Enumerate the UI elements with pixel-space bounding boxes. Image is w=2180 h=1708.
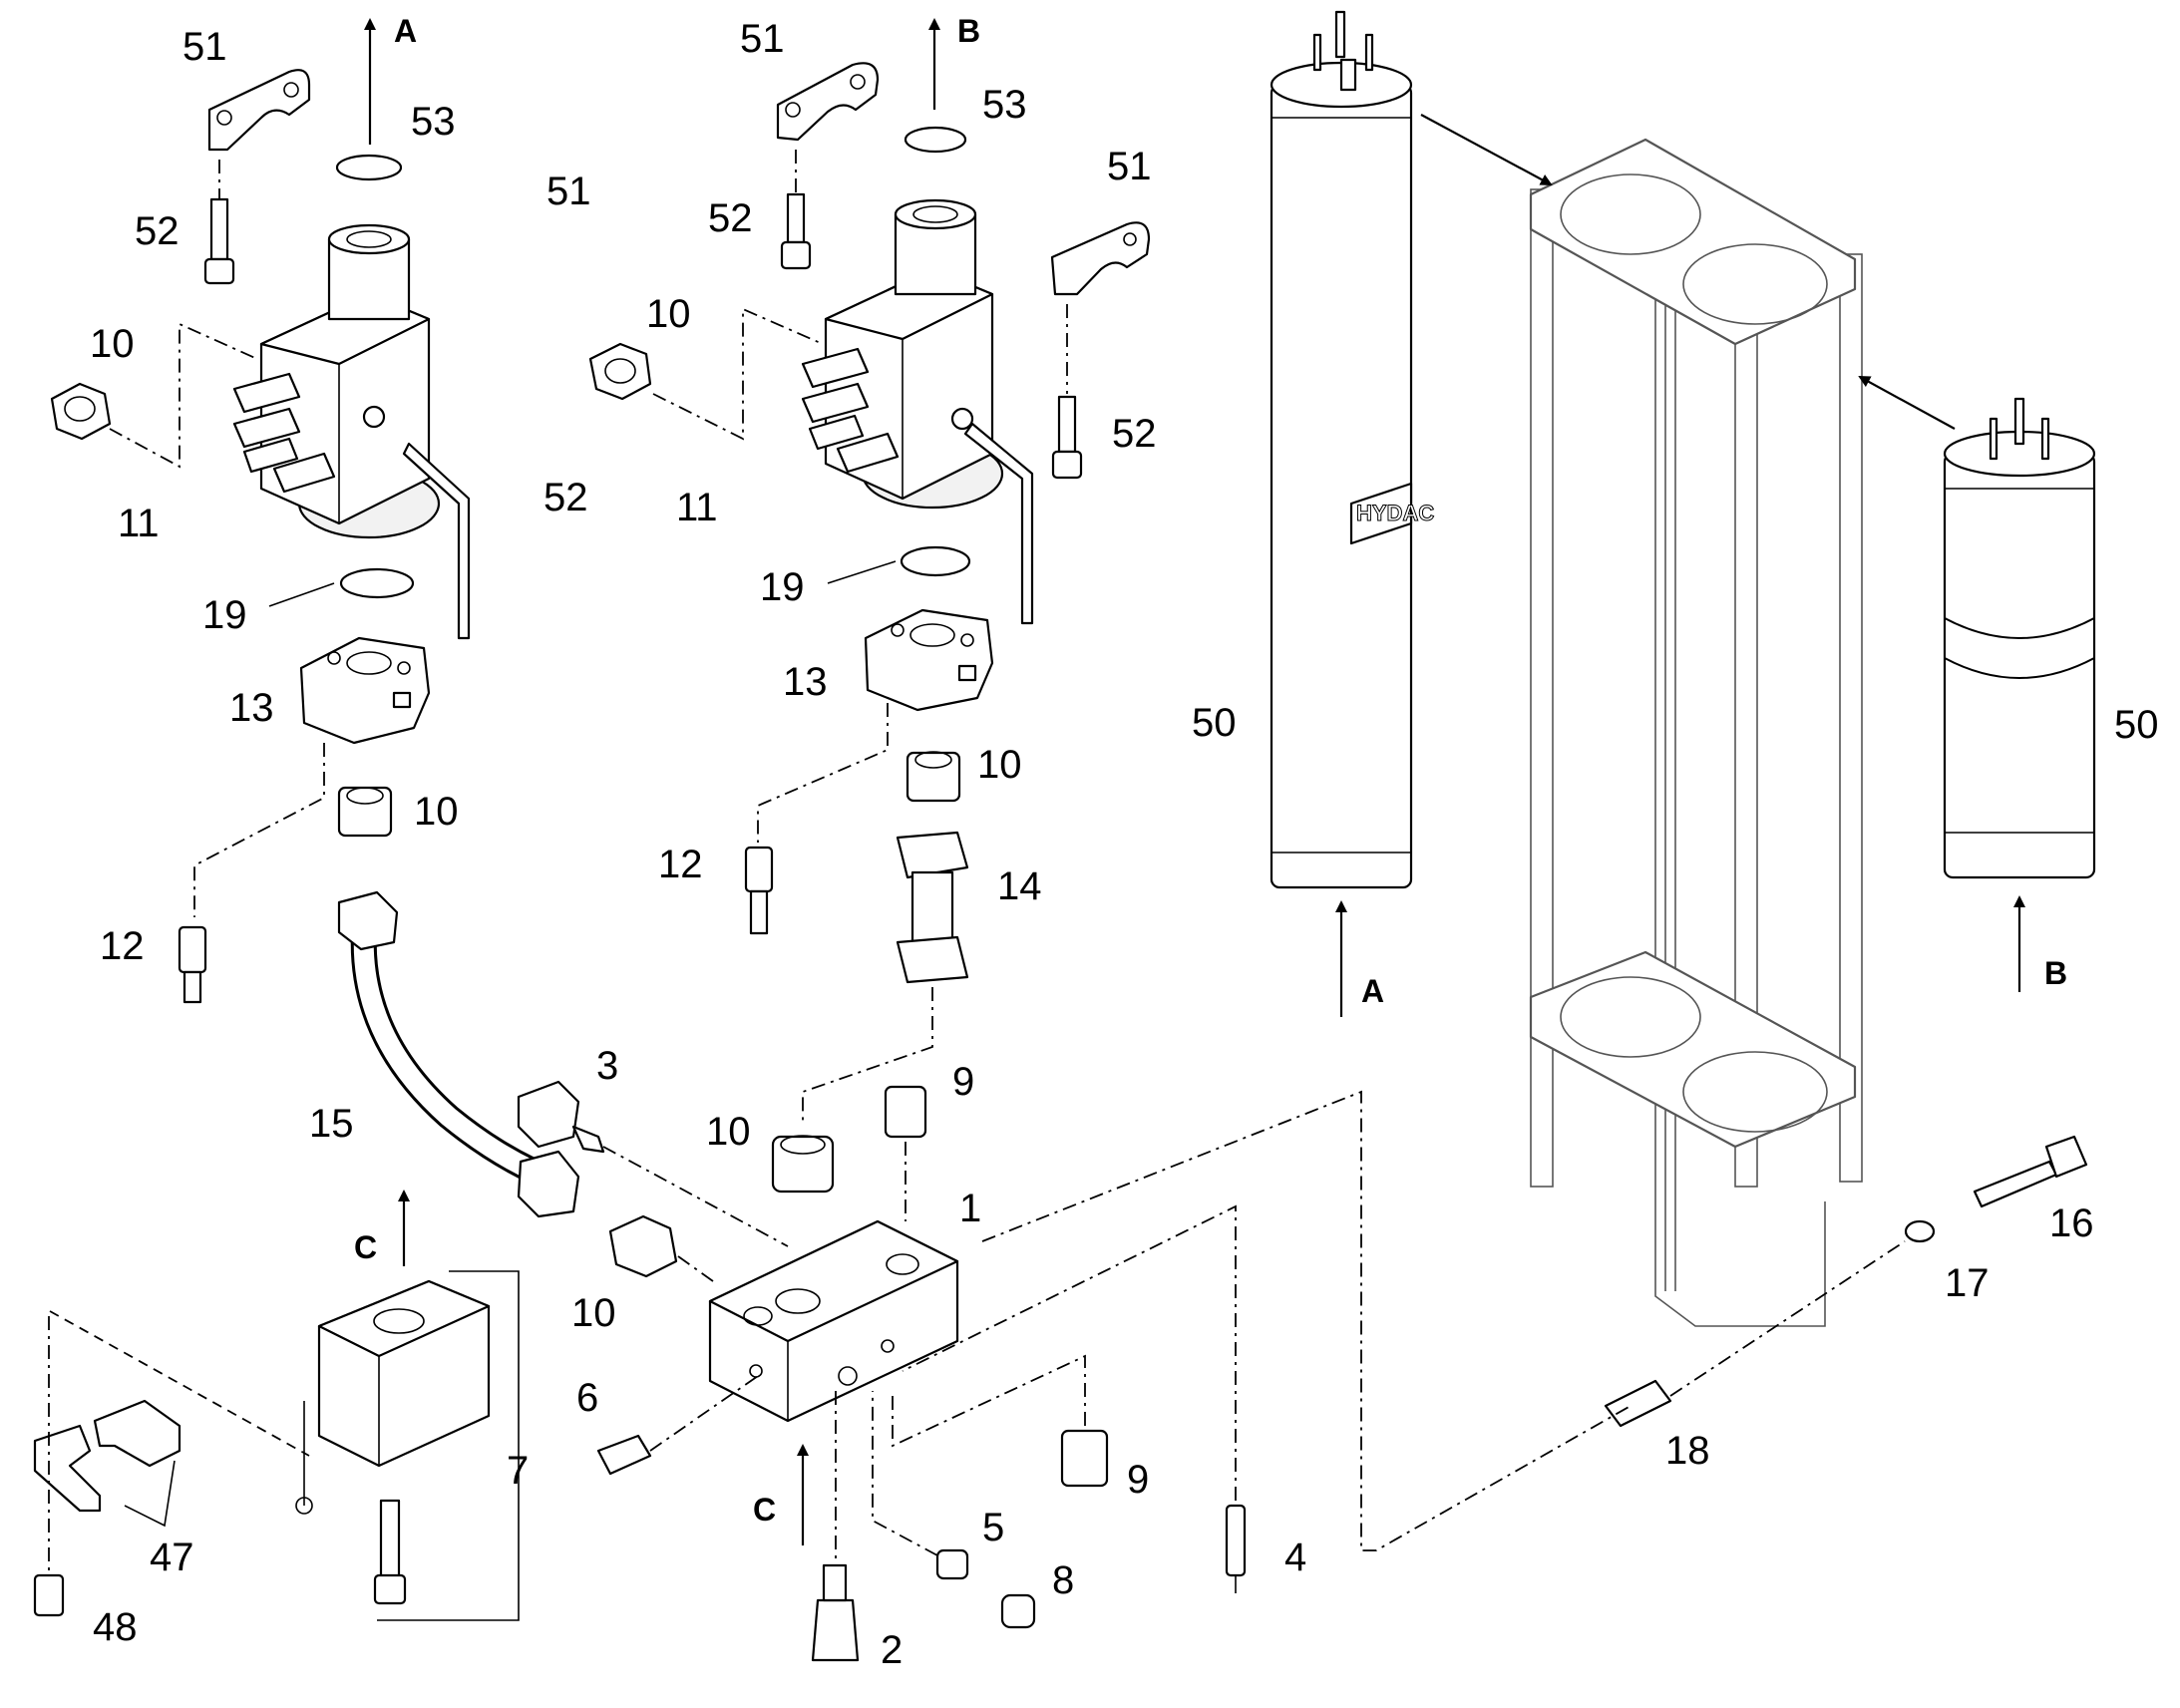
- callout-4: 4: [1284, 1536, 1306, 1579]
- callout-51: 51: [740, 17, 785, 61]
- sensor-3: [517, 1080, 789, 1247]
- callout-16: 16: [2049, 1201, 2094, 1245]
- callout-50: 50: [1192, 701, 1237, 745]
- callout-53: 53: [982, 83, 1027, 127]
- callout-10: 10: [571, 1291, 616, 1335]
- callout-53: 53: [411, 100, 456, 144]
- flow-block-7: [295, 1190, 520, 1621]
- bolt-52-a: [203, 160, 235, 285]
- fitting-10-manifold-side: [608, 1214, 714, 1282]
- callout-12: 12: [100, 924, 145, 968]
- o-ring-53-a: [335, 154, 403, 181]
- fitting-6: [596, 1375, 759, 1476]
- flange-13-a: [299, 636, 431, 745]
- bolt-48: [33, 1316, 65, 1617]
- plug-9-top: [884, 1085, 927, 1221]
- callout-9: 9: [1127, 1458, 1149, 1502]
- callout-52: 52: [544, 476, 588, 519]
- callout-13: 13: [783, 660, 828, 704]
- clamp-half-51-b-side: [1050, 221, 1151, 296]
- callout-10: 10: [90, 322, 135, 366]
- callout-5: 5: [982, 1506, 1004, 1549]
- callout-7: 7: [507, 1449, 529, 1493]
- spacer-18: [1604, 1240, 1906, 1428]
- o-ring-19-a: [339, 567, 415, 599]
- callout-11: 11: [676, 486, 718, 529]
- flange-13-b: [864, 608, 994, 712]
- callout-10: 10: [706, 1110, 751, 1154]
- fitting-10-b-top: [588, 307, 824, 441]
- callout-52: 52: [708, 196, 753, 240]
- callout-11: 11: [118, 502, 160, 545]
- fitting-10-manifold-top: [771, 1135, 835, 1194]
- fitting-10-b-bottom: [906, 751, 961, 803]
- assembly-path-line: [981, 1090, 1632, 1551]
- fitting-10-a-top: [50, 322, 258, 469]
- adapter-14: [802, 831, 969, 1122]
- bolt-52-b-side: [1051, 304, 1083, 480]
- bolt-52-b-top: [780, 150, 812, 270]
- filter-element-50-a: HYDAC: [1270, 10, 1435, 1017]
- valve-block-a: [232, 223, 471, 640]
- plug-8: [1000, 1593, 1036, 1629]
- bolt-12-a: [178, 925, 207, 1004]
- flow-marker-b: B: [2044, 955, 2067, 991]
- connector-2: [811, 1391, 860, 1662]
- flow-marker-b: B: [957, 13, 980, 49]
- callout-51: 51: [1107, 145, 1152, 188]
- callout-labels: 51 53 52 51 10 11 52 19 13 10 12 15 51 5…: [90, 13, 2159, 1672]
- callout-52: 52: [135, 209, 180, 253]
- callout-8: 8: [1052, 1558, 1074, 1602]
- fitting-10-a-bottom: [337, 786, 393, 838]
- filter-element-50-b: [1943, 397, 2096, 992]
- callout-2: 2: [881, 1628, 903, 1672]
- callout-9: 9: [952, 1060, 974, 1104]
- valve-assembly-a: [50, 18, 580, 1218]
- brand-mark: HYDAC: [1356, 501, 1434, 525]
- hose-15: [337, 890, 580, 1218]
- callout-10: 10: [977, 743, 1022, 787]
- valve-assembly-b: [588, 18, 1151, 1122]
- callout-10: 10: [414, 790, 459, 834]
- filter-housing-frame: [1420, 114, 1956, 1327]
- washer-17: [1904, 1219, 1936, 1243]
- o-ring-19-b: [900, 545, 971, 577]
- callout-15: 15: [309, 1102, 354, 1146]
- clamp-half-51-a: [207, 69, 311, 152]
- o-ring-53-b: [904, 126, 967, 154]
- flow-marker-a: A: [394, 13, 417, 49]
- callout-19: 19: [202, 593, 247, 637]
- plug-5: [872, 1391, 969, 1580]
- flow-marker-a: A: [1361, 973, 1384, 1009]
- manifold-block-1: [708, 1219, 959, 1423]
- flow-marker-c: C: [753, 1492, 776, 1528]
- callout-51: 51: [546, 170, 591, 213]
- clamp-half-51-b-top: [776, 62, 880, 142]
- callout-12: 12: [658, 843, 703, 886]
- callout-51: 51: [182, 25, 227, 69]
- callout-19: 19: [760, 565, 805, 609]
- callout-3: 3: [596, 1044, 618, 1088]
- callout-17: 17: [1945, 1261, 1990, 1305]
- bolt-16: [1973, 1135, 2088, 1208]
- callout-47: 47: [150, 1536, 194, 1579]
- callout-50: 50: [2114, 703, 2159, 747]
- callout-14: 14: [997, 864, 1042, 908]
- callout-1: 1: [959, 1187, 981, 1230]
- bolt-12-b: [744, 846, 774, 935]
- callout-48: 48: [93, 1605, 138, 1649]
- sensor-4: [902, 1204, 1247, 1593]
- clamp-47: [33, 1310, 310, 1528]
- callout-6: 6: [576, 1376, 598, 1420]
- plug-9-bottom: [892, 1354, 1109, 1488]
- valve-block-b: [801, 198, 1034, 625]
- callout-10: 10: [646, 292, 691, 336]
- callout-13: 13: [229, 686, 274, 730]
- callout-52: 52: [1112, 412, 1157, 456]
- callout-18: 18: [1665, 1429, 1710, 1473]
- flow-marker-c: C: [354, 1229, 377, 1265]
